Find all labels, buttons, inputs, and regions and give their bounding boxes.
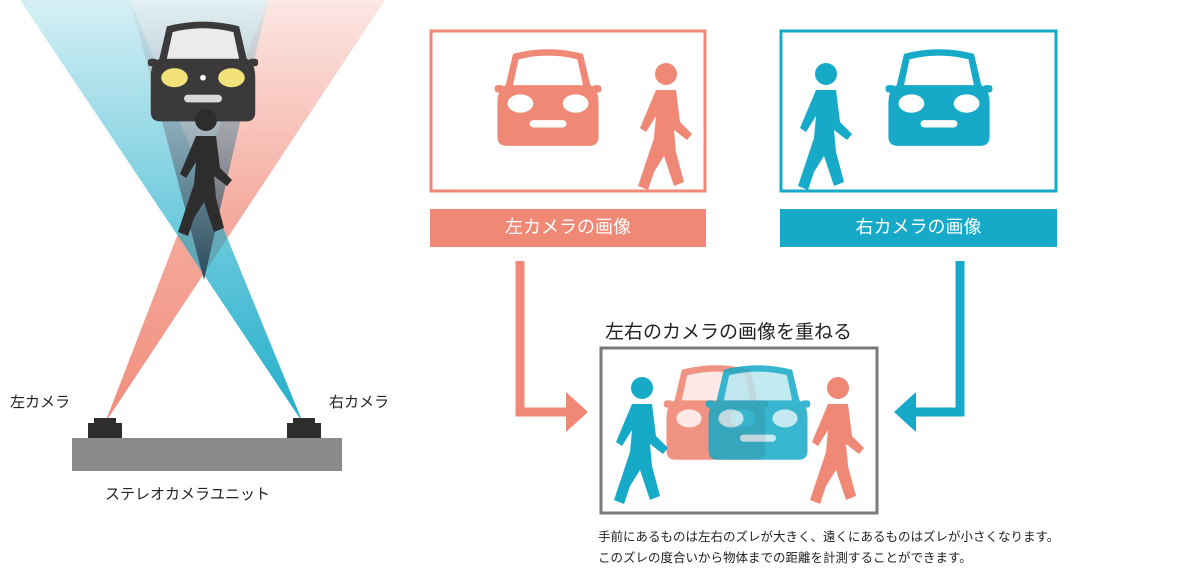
overlay-blue-pedestrian-icon [614, 377, 668, 504]
left-camera-cone [105, 0, 385, 423]
caption-line-2: このズレの度合いから物体までの距離を計測することができます。 [598, 550, 972, 565]
left-camera-block [88, 423, 122, 438]
left-car-icon [494, 49, 602, 146]
caption-line-1: 手前にあるものは左右のズレが大きく、遠くにあるものはズレが小さくなります。 [598, 529, 1060, 544]
right-image-frame [779, 29, 1058, 193]
right-arrow [910, 261, 965, 417]
overlay-right-car-icon [705, 365, 811, 460]
stereo-camera-unit [72, 438, 342, 471]
right-camera-block [287, 423, 321, 438]
stereo-unit-label: ステレオカメラユニット [105, 485, 271, 503]
left-arrow-head [566, 392, 588, 432]
right-camera-cone [20, 0, 303, 423]
left-camera-label: 左カメラ [10, 393, 71, 411]
left-image-frame [429, 29, 707, 193]
left-pedestrian-icon [638, 63, 692, 190]
overlay-red-pedestrian-icon [810, 377, 864, 504]
left-arrow [515, 261, 572, 417]
overlay-title: 左右のカメラの画像を重ねる [605, 321, 853, 343]
car-icon [147, 21, 259, 122]
right-camera-label: 右カメラ [329, 393, 390, 411]
left-image-title: 左カメラの画像 [430, 209, 706, 247]
right-car-icon [885, 49, 993, 146]
right-pedestrian-icon [798, 63, 852, 190]
overlay-image-frame [599, 346, 879, 515]
right-arrow-head [894, 392, 916, 432]
right-image-title: 右カメラの画像 [780, 209, 1057, 247]
